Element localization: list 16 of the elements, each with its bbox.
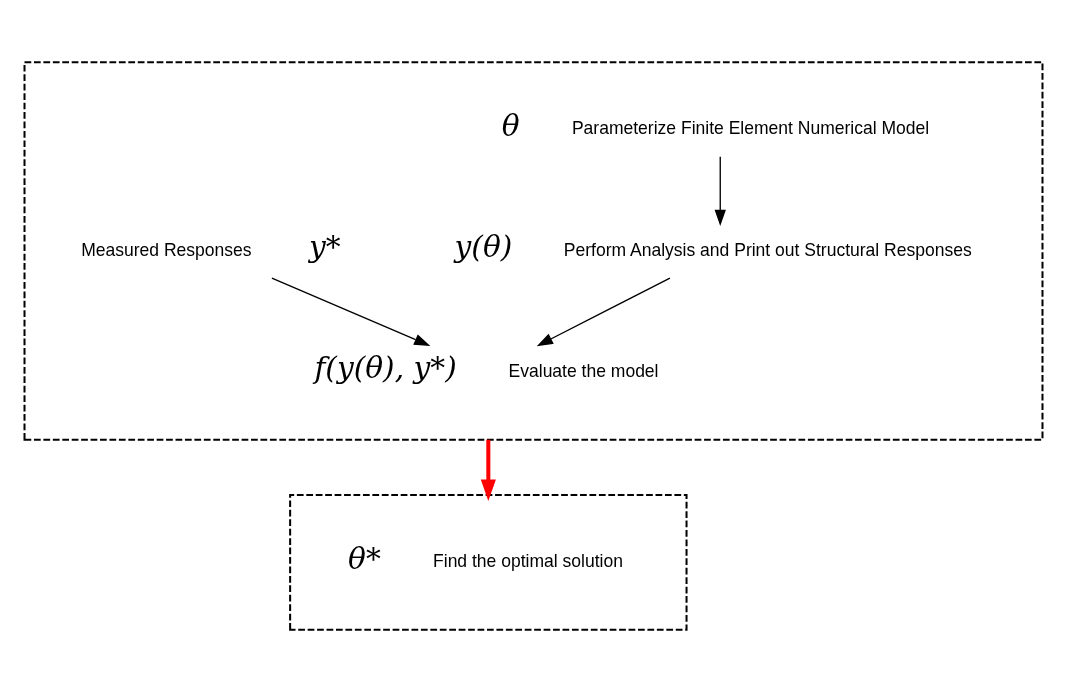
node-label: Measured Responses — [81, 239, 252, 260]
node-label: Perform Analysis and Print out Structural Responses — [563, 239, 972, 260]
node-label: Find the optimal solution — [433, 550, 623, 571]
node-text: y(θ) — [454, 229, 513, 265]
node-text: θ* — [348, 540, 381, 576]
node-label: Evaluate the model — [508, 360, 659, 381]
cluster — [289, 494, 688, 631]
arrow — [480, 439, 496, 502]
node-text: θ — [501, 107, 520, 143]
cluster — [23, 61, 1044, 441]
node-text: f(y(θ), y*) — [314, 350, 457, 386]
arrow — [271, 277, 431, 347]
node-text: y* — [309, 229, 341, 265]
node-label: Parameterize Finite Element Numerical Model — [571, 118, 930, 139]
arrow — [714, 156, 726, 226]
arrow — [536, 277, 671, 347]
